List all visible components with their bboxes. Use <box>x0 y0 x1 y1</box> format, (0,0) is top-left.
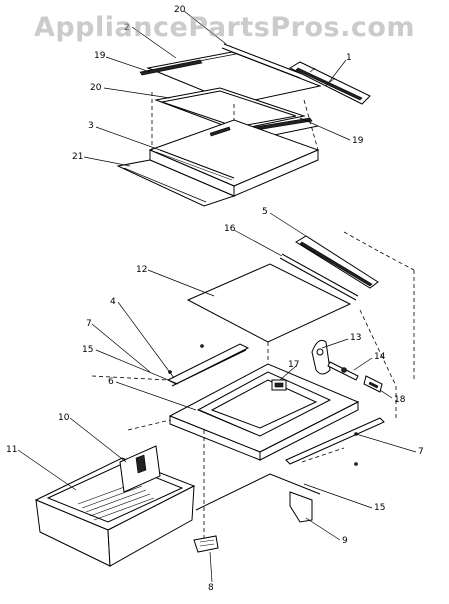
guide-line <box>303 99 319 151</box>
callout-19: 19 <box>352 136 364 146</box>
callout-20: 20 <box>90 83 102 93</box>
crisper-frame-part <box>168 363 360 461</box>
middle-trim-part <box>279 253 359 301</box>
callout-1: 1 <box>346 53 352 63</box>
guide-line <box>127 419 171 431</box>
guide-line <box>343 231 381 253</box>
screw-icon <box>354 462 358 466</box>
callout-7: 7 <box>86 319 92 329</box>
drawer-clip-part <box>193 535 219 553</box>
guide-line <box>379 251 415 271</box>
callout-4: 4 <box>110 297 116 307</box>
callout-12: 12 <box>136 265 147 275</box>
callout-5: 5 <box>262 207 268 217</box>
top-trim-strip-part <box>221 43 303 79</box>
latch-part <box>363 375 383 393</box>
callout-11: 11 <box>6 445 17 455</box>
callout-2: 2 <box>124 23 130 33</box>
callout-labels: 20 2 19 1 20 3 19 21 5 16 12 4 7 13 15 1… <box>6 5 424 593</box>
callout-8: 8 <box>208 583 214 593</box>
middle-rear-rail-part <box>295 235 379 289</box>
rear-rail-part <box>288 61 371 105</box>
callout-21: 21 <box>72 152 83 162</box>
bracket-part <box>311 339 331 375</box>
front-cover-part <box>116 159 236 207</box>
crisper-left-rail-part <box>166 343 250 387</box>
callout-3: 3 <box>88 121 94 131</box>
guide-line <box>359 309 397 387</box>
callout-13: 13 <box>350 333 361 343</box>
drawer-bracket-part <box>195 473 321 523</box>
left-side-rail-part <box>139 59 203 76</box>
callout-15: 15 <box>374 503 385 513</box>
callout-19: 19 <box>94 51 106 61</box>
crisper-right-rail-part <box>285 417 385 465</box>
callout-18: 18 <box>394 395 406 405</box>
shelf-frame-part <box>154 87 306 131</box>
callout-9: 9 <box>342 536 348 546</box>
callout-20: 20 <box>174 5 186 15</box>
guide-line <box>91 375 169 381</box>
callout-10: 10 <box>58 413 70 423</box>
screw-icon <box>200 344 204 348</box>
guide-line <box>301 447 345 463</box>
humidity-control-part <box>271 379 287 391</box>
middle-glass-shelf-part <box>186 263 352 343</box>
rod-part <box>327 361 359 381</box>
leader-lines <box>17 10 417 583</box>
crisper-drawer-part <box>34 445 196 567</box>
callout-15: 15 <box>82 345 93 355</box>
callout-6: 6 <box>108 377 114 387</box>
callout-14: 14 <box>374 352 386 362</box>
callout-17: 17 <box>288 360 299 370</box>
callout-7: 7 <box>418 447 424 457</box>
callout-16: 16 <box>224 224 236 234</box>
